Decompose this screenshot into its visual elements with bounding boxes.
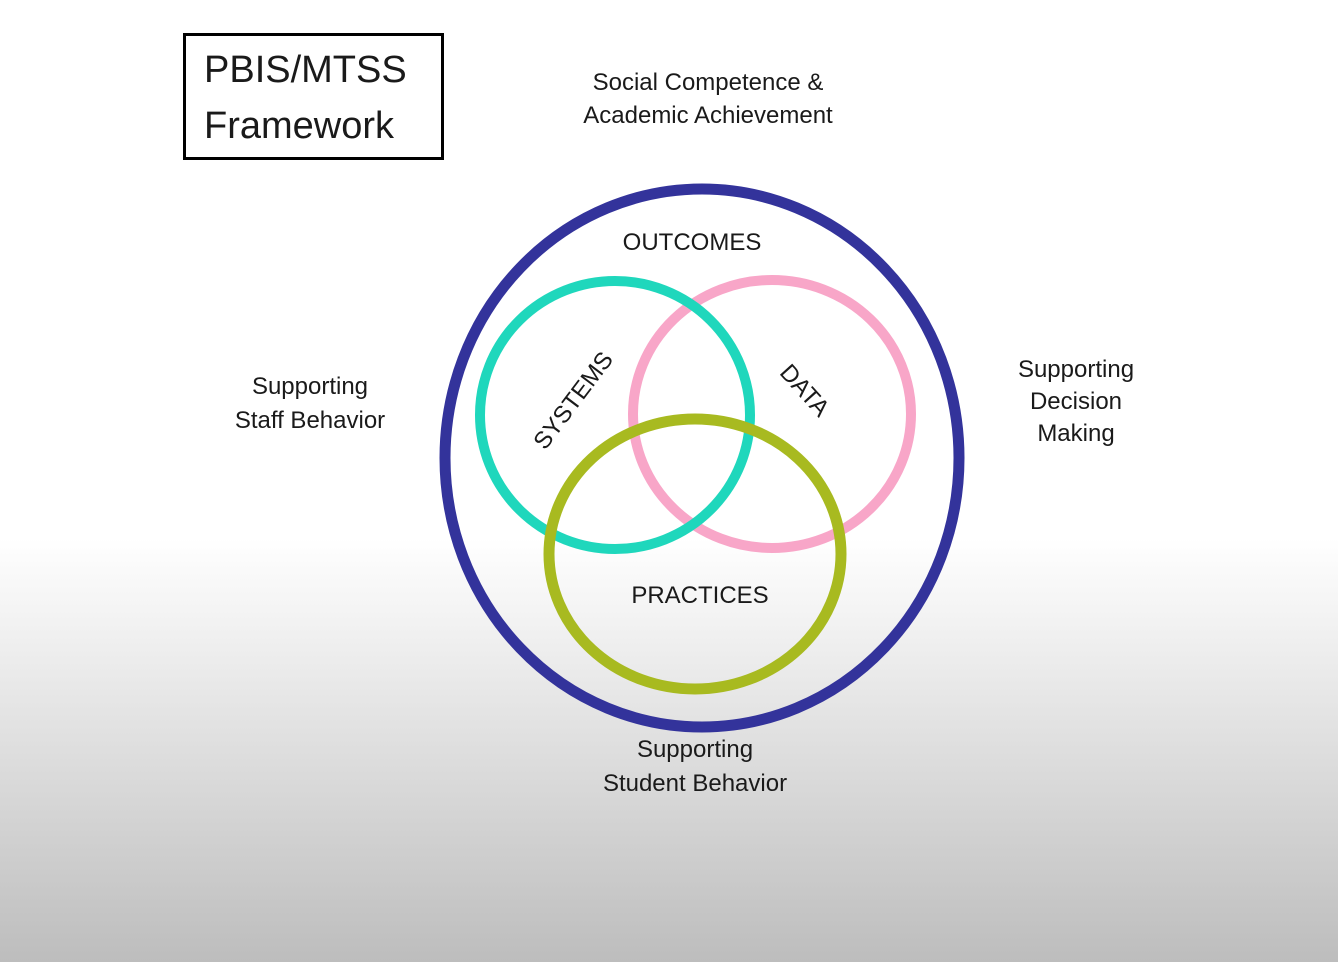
right-caption-line-3: Making [1037, 420, 1115, 447]
bottom-caption-line-2: Student Behavior [602, 770, 788, 797]
right-caption: Supporting Decision Making [1018, 354, 1134, 450]
practices-label: PRACTICES [631, 582, 769, 609]
right-caption-line-2: Decision [1029, 388, 1123, 415]
top-caption-line-1: Social Competence & [592, 69, 824, 96]
outcomes-circle [439, 183, 965, 733]
left-caption: Supporting Staff Behavior [235, 370, 385, 438]
left-caption-line-2: Staff Behavior [234, 407, 386, 434]
left-caption-line-1: Supporting [251, 373, 369, 400]
bottom-caption-line-1: Supporting [636, 736, 754, 763]
data-circle [628, 275, 916, 553]
systems-circle [475, 276, 755, 554]
practices-circle [543, 413, 847, 695]
top-caption: Social Competence & Academic Achievement [583, 66, 832, 132]
top-caption-line-2: Academic Achievement [583, 102, 833, 129]
outcomes-label: OUTCOMES [622, 229, 762, 256]
title-line-1: PBIS/MTSS [204, 49, 407, 91]
right-caption-line-1: Supporting [1017, 356, 1135, 383]
title-line-2: Framework [204, 105, 395, 147]
bottom-caption: Supporting Student Behavior [603, 733, 787, 801]
title-box: PBIS/MTSS Framework [183, 33, 444, 160]
